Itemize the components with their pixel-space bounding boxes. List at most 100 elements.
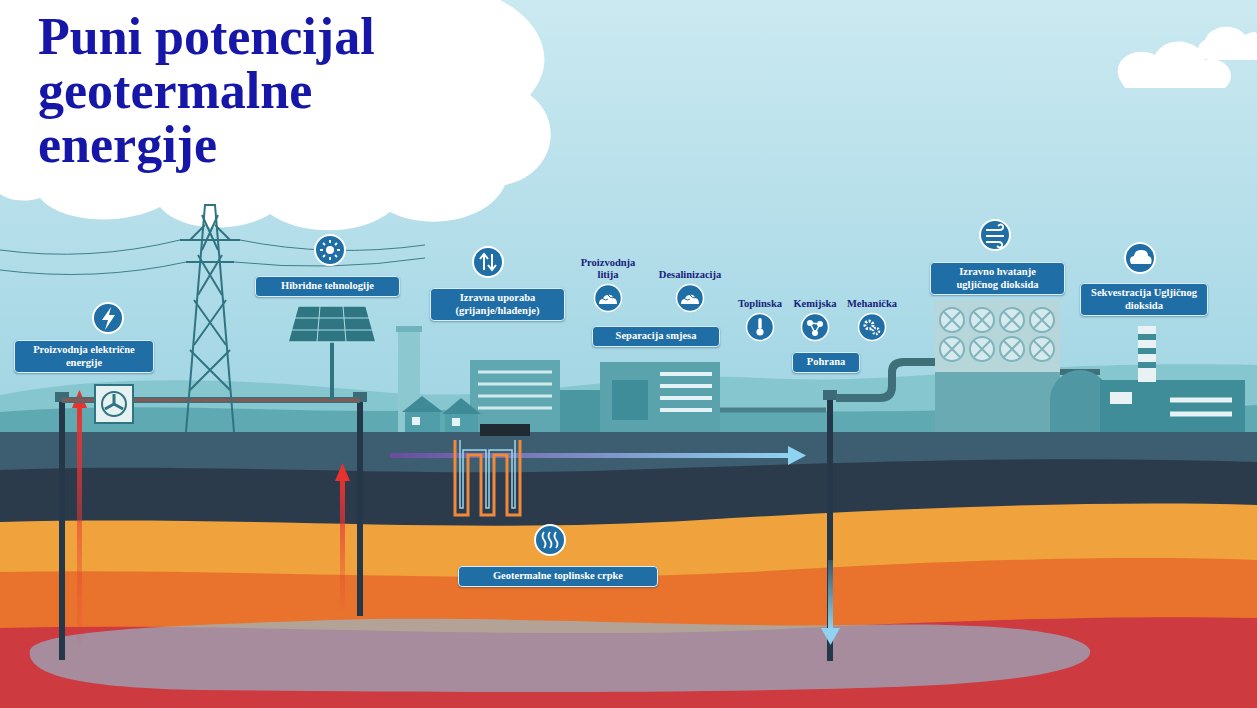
icon-badge bbox=[800, 312, 830, 342]
application-box: Pohrana bbox=[792, 352, 860, 373]
power-plant bbox=[95, 385, 133, 423]
icon-symbol bbox=[603, 295, 613, 300]
buildings bbox=[405, 410, 440, 432]
buildings bbox=[478, 372, 552, 408]
icon-symbol bbox=[756, 328, 763, 335]
icon-badge: Mehanička bbox=[843, 298, 901, 342]
well bbox=[357, 398, 363, 616]
buildings bbox=[935, 372, 1060, 432]
icon-badge bbox=[543, 532, 558, 548]
icon-badge bbox=[473, 247, 503, 277]
well bbox=[59, 398, 65, 660]
solar-panel bbox=[292, 306, 373, 342]
power-plant bbox=[95, 385, 133, 423]
cloud bbox=[1198, 27, 1257, 60]
flow-arrow bbox=[77, 405, 82, 645]
ground-layers bbox=[0, 558, 1257, 708]
buildings bbox=[1170, 400, 1232, 414]
flow-arrow bbox=[828, 560, 833, 630]
power-plant bbox=[105, 394, 123, 409]
icon-badge bbox=[102, 307, 115, 330]
icon-badge: Toplinska bbox=[733, 298, 787, 342]
heat-pump-coil bbox=[455, 440, 520, 515]
solar-panel bbox=[288, 306, 376, 400]
icon-badge bbox=[535, 525, 565, 555]
buildings bbox=[612, 380, 648, 420]
icon-circle bbox=[859, 314, 886, 341]
flow-arrow bbox=[390, 453, 790, 458]
icon-badge bbox=[315, 235, 345, 265]
icon-circle bbox=[747, 314, 774, 341]
icon-badge bbox=[93, 303, 123, 333]
buildings bbox=[1100, 380, 1245, 432]
icon-badge bbox=[320, 240, 340, 260]
power-pylon bbox=[180, 205, 240, 432]
buildings bbox=[412, 417, 420, 425]
icon-symbol bbox=[599, 295, 617, 304]
box-label: Proizvodnja električne energije bbox=[22, 344, 146, 369]
buildings bbox=[470, 360, 560, 432]
application-box: Geotermalne toplinske crpke bbox=[458, 566, 658, 587]
heat-pump-coil bbox=[460, 440, 515, 508]
application-box: Izravna uporaba (grijanje/hlađenje) bbox=[430, 288, 565, 321]
power-pylon bbox=[190, 215, 230, 390]
icon-badge: Kemijska bbox=[790, 298, 840, 342]
sky bbox=[0, 0, 1257, 440]
icon-heading: Proizvodnja litija bbox=[571, 257, 645, 281]
buildings bbox=[940, 308, 1054, 361]
icon-badge bbox=[593, 283, 623, 313]
buildings bbox=[445, 412, 478, 432]
icon-symbol bbox=[756, 318, 763, 336]
power-pylon bbox=[180, 225, 240, 262]
icon-badge bbox=[326, 246, 334, 254]
box-label: Pohrana bbox=[800, 356, 852, 369]
icon-heading: Kemijska bbox=[790, 298, 840, 310]
ground-layers bbox=[0, 432, 1257, 708]
box-label: Izravna uporaba (grijanje/hlađenje) bbox=[438, 292, 557, 317]
power-line bbox=[0, 240, 180, 254]
icon-symbol bbox=[812, 330, 818, 336]
buildings bbox=[402, 396, 443, 412]
flow-arrow bbox=[821, 628, 840, 645]
icon-badge bbox=[857, 312, 887, 342]
buildings bbox=[935, 300, 1060, 432]
flow-arrow bbox=[340, 478, 345, 610]
box-label: Separacija smjesa bbox=[600, 330, 712, 343]
icon-circle bbox=[802, 314, 829, 341]
buildings bbox=[944, 312, 1050, 357]
well bbox=[823, 390, 837, 400]
icon-symbol bbox=[865, 321, 873, 329]
buildings bbox=[442, 398, 481, 414]
diagram-title: Puni potencijal geotermalne energije bbox=[38, 10, 468, 172]
icon-symbol bbox=[807, 320, 823, 336]
buildings bbox=[660, 374, 712, 410]
icon-badge bbox=[93, 220, 1155, 555]
solar-panel bbox=[288, 306, 376, 342]
icon-badge bbox=[986, 225, 1004, 248]
icon-badge bbox=[980, 220, 1010, 250]
icon-symbol bbox=[681, 295, 699, 304]
power-plant bbox=[102, 392, 126, 416]
flow-arrow bbox=[335, 463, 350, 481]
buildings bbox=[1138, 348, 1156, 354]
well bbox=[827, 396, 833, 661]
solar-panel bbox=[330, 340, 334, 400]
ground-layers bbox=[0, 432, 1257, 708]
icon-symbol bbox=[758, 318, 761, 329]
icon-badge bbox=[480, 254, 496, 270]
buildings bbox=[1138, 362, 1156, 368]
application-box: Proizvodnja električne energije bbox=[14, 340, 154, 373]
flow-arrow bbox=[788, 446, 806, 465]
icon-symbol bbox=[807, 320, 813, 326]
icon-symbol bbox=[817, 321, 823, 327]
application-box: Sekvestracija Ugljičnog dioksida bbox=[1080, 283, 1208, 316]
box-label: Geotermalne toplinske crpke bbox=[466, 570, 650, 583]
cloud bbox=[0, 0, 551, 230]
buildings bbox=[396, 326, 422, 332]
application-box: Izravno hvatanje ugljičnog dioksida bbox=[930, 262, 1065, 295]
ground-layers bbox=[0, 459, 1257, 708]
reservoir bbox=[30, 619, 1091, 692]
buildings bbox=[1138, 334, 1156, 340]
icon-badge bbox=[745, 312, 775, 342]
buildings bbox=[452, 418, 460, 426]
